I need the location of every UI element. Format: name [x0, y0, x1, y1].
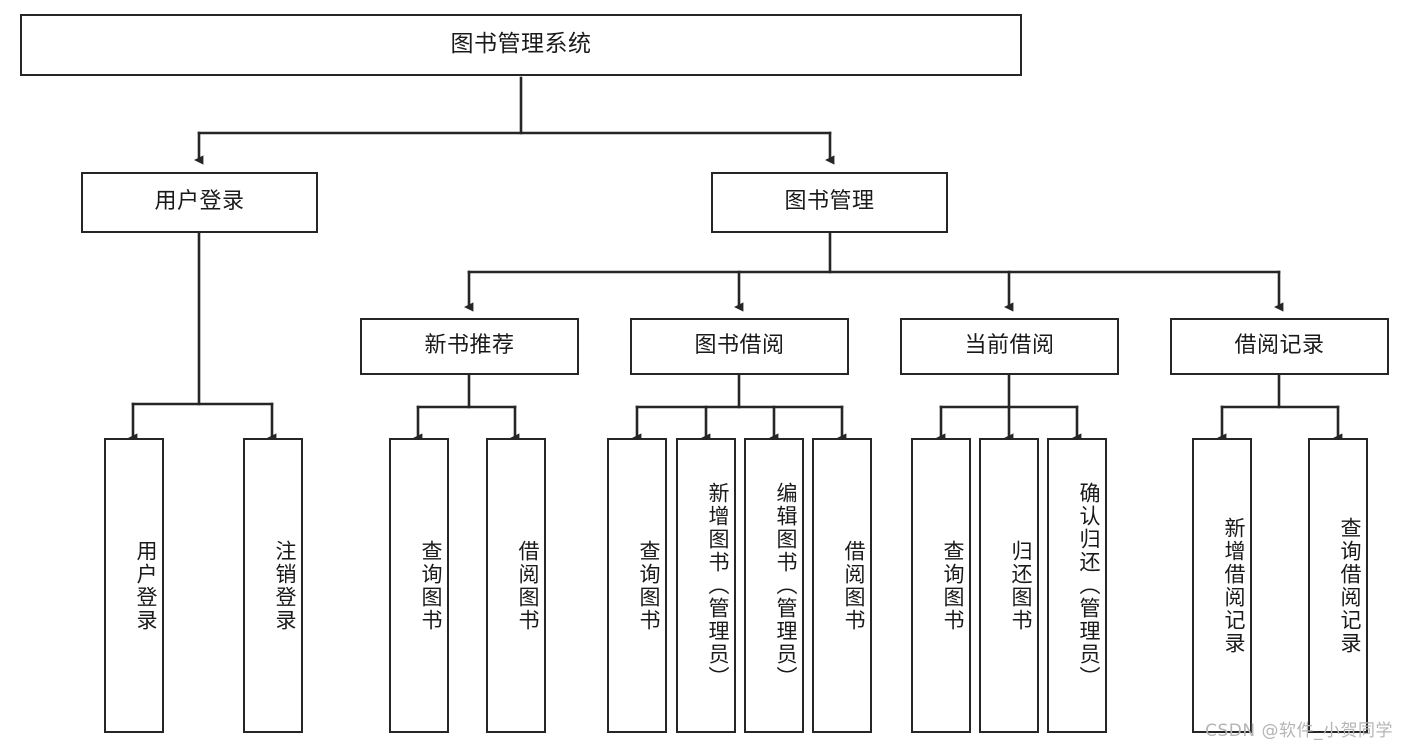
leaf-query-book-1[interactable]: 查询图书 [389, 438, 449, 733]
node-book-manage[interactable]: 图书管理 [711, 172, 948, 233]
leaf-query-book-3[interactable]: 查询图书 [911, 438, 971, 733]
node-label: 查询借阅记录 [1338, 516, 1362, 655]
leaf-add-record[interactable]: 新增借阅记录 [1192, 438, 1252, 733]
node-label: 新书推荐 [424, 333, 515, 359]
leaf-borrow-book-1[interactable]: 借阅图书 [486, 438, 546, 733]
leaf-query-record[interactable]: 查询借阅记录 [1308, 438, 1368, 733]
node-root-system[interactable]: 图书管理系统 [20, 14, 1022, 76]
leaf-add-book[interactable]: 新增图书（管理员） [676, 438, 736, 733]
node-label: 用户登录 [154, 189, 245, 215]
node-label: 新增图书（管理员） [706, 482, 730, 689]
node-new-book-rec[interactable]: 新书推荐 [360, 318, 579, 375]
node-current-borrow[interactable]: 当前借阅 [900, 318, 1119, 375]
node-label: 查询图书 [637, 539, 661, 632]
node-label: 用户登录 [134, 539, 158, 632]
node-label: 确认归还（管理员） [1077, 482, 1101, 689]
node-label: 借阅图书 [516, 539, 540, 632]
leaf-user-logout[interactable]: 注销登录 [243, 438, 303, 733]
node-label: 新增借阅记录 [1222, 516, 1246, 655]
leaf-query-book-2[interactable]: 查询图书 [607, 438, 667, 733]
node-label: 编辑图书（管理员） [774, 482, 798, 689]
node-borrow-record[interactable]: 借阅记录 [1170, 318, 1389, 375]
node-label: 借阅图书 [842, 539, 866, 632]
watermark-text: CSDN @软件_小贺同学 [1205, 721, 1393, 741]
leaf-user-login[interactable]: 用户登录 [104, 438, 164, 733]
node-label: 注销登录 [273, 539, 297, 632]
node-user-login[interactable]: 用户登录 [81, 172, 318, 233]
node-label: 查询图书 [941, 539, 965, 632]
leaf-edit-book[interactable]: 编辑图书（管理员） [744, 438, 804, 733]
leaf-return-book[interactable]: 归还图书 [979, 438, 1039, 733]
node-label: 查询图书 [419, 539, 443, 632]
leaf-borrow-book-2[interactable]: 借阅图书 [812, 438, 872, 733]
node-label: 图书管理系统 [450, 31, 592, 58]
node-label: 当前借阅 [964, 333, 1055, 359]
leaf-confirm-return[interactable]: 确认归还（管理员） [1047, 438, 1107, 733]
node-label: 借阅记录 [1234, 333, 1325, 359]
node-label: 图书管理 [784, 189, 875, 215]
node-book-borrow[interactable]: 图书借阅 [630, 318, 849, 375]
node-label: 图书借阅 [694, 333, 785, 359]
node-label: 归还图书 [1009, 539, 1033, 632]
